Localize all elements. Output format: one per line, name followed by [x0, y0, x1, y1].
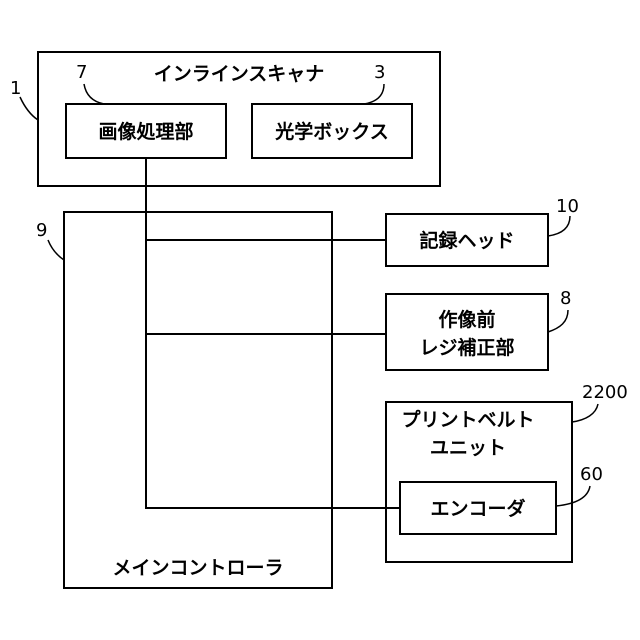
pre-print-registration-label-line2: レジ補正部	[419, 336, 514, 359]
pre-print-registration-block: 作像前 レジ補正部	[386, 294, 548, 370]
optical-box-label: 光学ボックス	[274, 120, 388, 143]
leader-pre-print-registration	[548, 310, 568, 332]
ref-image-processing: 7	[76, 62, 87, 83]
print-belt-unit-label-line1: プリントベルト	[401, 408, 534, 431]
image-processing-label: 画像処理部	[98, 120, 193, 143]
ref-pre-print-registration: 8	[560, 288, 571, 309]
print-belt-unit-label-line2: ユニット	[430, 437, 506, 459]
ref-recording-head: 10	[556, 196, 579, 217]
ref-encoder: 60	[580, 464, 603, 485]
recording-head-label: 記録ヘッド	[419, 229, 514, 252]
encoder-label: エンコーダ	[430, 497, 525, 520]
ref-optical-box: 3	[374, 62, 385, 83]
pre-print-registration-label-line1: 作像前	[438, 308, 495, 331]
ref-inline-scanner: 1	[10, 78, 21, 99]
leader-main-controller	[48, 240, 64, 260]
leader-inline-scanner	[20, 97, 38, 120]
image-processing-block: 画像処理部	[66, 104, 226, 158]
leader-recording-head	[548, 216, 570, 236]
encoder-block: エンコーダ	[400, 482, 556, 534]
inline-scanner-label: インラインスキャナ	[154, 63, 325, 85]
ref-print-belt-unit: 2200	[582, 382, 628, 403]
leader-print-belt-unit	[572, 404, 598, 422]
optical-box-block: 光学ボックス	[252, 104, 412, 158]
ref-main-controller: 9	[36, 220, 47, 241]
recording-head-block: 記録ヘッド	[386, 214, 548, 266]
main-controller-block: メインコントローラ	[64, 212, 332, 588]
main-controller-label: メインコントローラ	[112, 557, 283, 579]
